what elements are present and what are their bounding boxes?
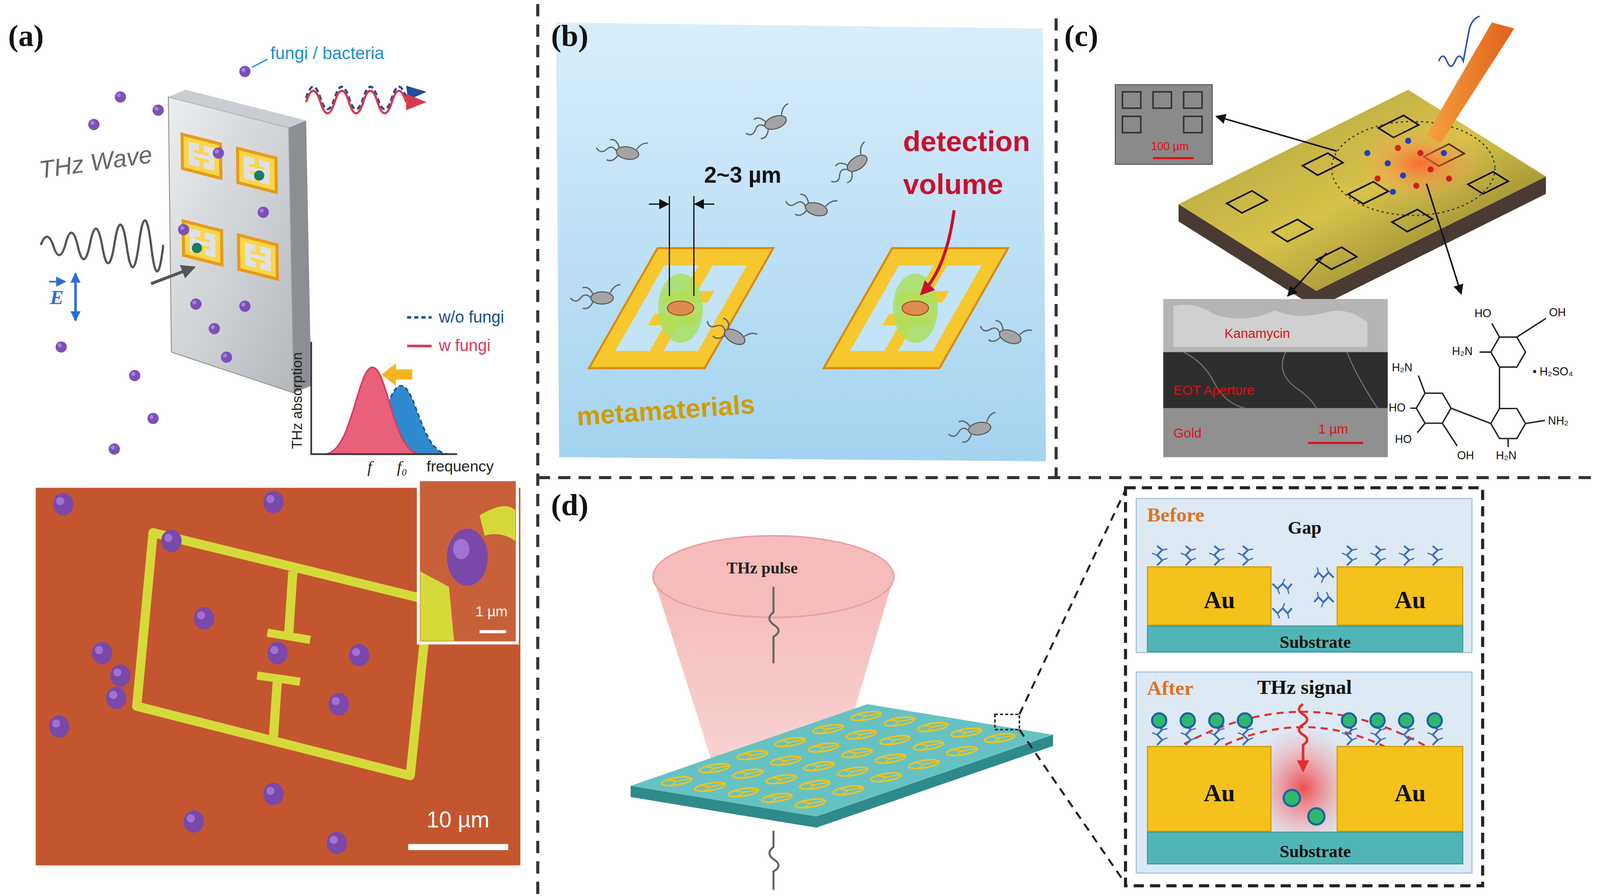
node-label: Au [1394,779,1426,807]
scale-label: 1 µm [475,604,508,620]
substrate-layer: Substrate [1146,831,1464,865]
chemical-group: HO [1474,307,1492,320]
thz-chip-scene [630,487,1483,890]
panel-letter: (d) [550,487,589,522]
node-label: Au [1394,586,1426,614]
gold-electrode: Au [1336,566,1464,626]
legend-text: w fungi [438,336,491,356]
thz-wave-incident [40,220,163,321]
axis-label: frequency [426,458,494,476]
node-label: Au [1203,586,1235,614]
legend-sample [406,339,433,352]
part-label: Gold [1173,426,1202,441]
chemical-group: H₂N [1452,345,1473,358]
metamaterial-sensing-scene [556,22,1047,462]
chemical-group: H₂N [1391,361,1413,374]
node-label: Substrate [1279,632,1351,653]
gap-label: Gap [1287,518,1322,539]
legend-entry: w fungi [406,336,491,356]
gold-electrode: Au [1336,745,1464,832]
part-label: Kanamycin [1224,326,1291,342]
callout-label: fungi / bacteria [270,45,384,65]
axis-label: THz absorption [289,352,306,450]
chemical-group: • H₂SO₄ [1532,365,1573,378]
node-label: Substrate [1279,841,1351,863]
chemical-group: NH₂ [1548,414,1569,427]
zoom-before-art [1135,498,1473,654]
chemical-group: OH [1456,448,1474,462]
chemical-group: OH [1549,306,1566,319]
substrate-layer: Substrate [1146,625,1464,653]
dimension-label: 2~3 µm [703,163,782,189]
absorption-plot [311,342,458,455]
chemical-group: HO [1388,401,1406,414]
panel-letter: (b) [550,18,589,53]
panel-heading: Before [1146,503,1205,527]
axis-tick: f [367,458,372,477]
legend-sample [406,311,433,324]
metamaterial-plate [151,89,312,394]
panel-letter: (a) [8,18,44,53]
callout-label: detection volume [902,120,1046,207]
zoom-after-art [1135,671,1473,874]
wave-label: THz Wave [37,141,154,184]
legend-entry: w/o fungi [406,308,505,327]
panel-letter: (c) [1064,18,1099,53]
chemical-group: H₂N [1495,448,1517,462]
gold-electrode: Au [1146,745,1272,832]
fungi-dots [55,59,269,455]
transmitted-wave [305,85,427,114]
scale-label: 100 µm [1151,139,1189,153]
zoom-panel: AfterAu AuSubstrate [1135,671,1473,874]
beam-label: THz pulse [726,559,798,578]
field-symbol: E [50,285,64,309]
part-label: EOT Aperture [1173,383,1255,398]
eot-chip [1115,16,1546,458]
sem-image [35,479,521,866]
scale-label: 10 µm [426,808,490,833]
scale-label: 1 µm [1318,422,1349,437]
gold-electrode: Au [1146,566,1272,626]
axis-tick: f₀ [397,458,408,477]
panel-separator [537,4,1599,894]
chemical-group: HO [1394,432,1412,445]
panel-heading: After [1146,676,1194,701]
signal-label: THz signal [1257,675,1352,699]
kanamycin-structure [1410,318,1546,448]
legend-text: w/o fungi [438,308,505,327]
node-label: Au [1203,779,1235,807]
